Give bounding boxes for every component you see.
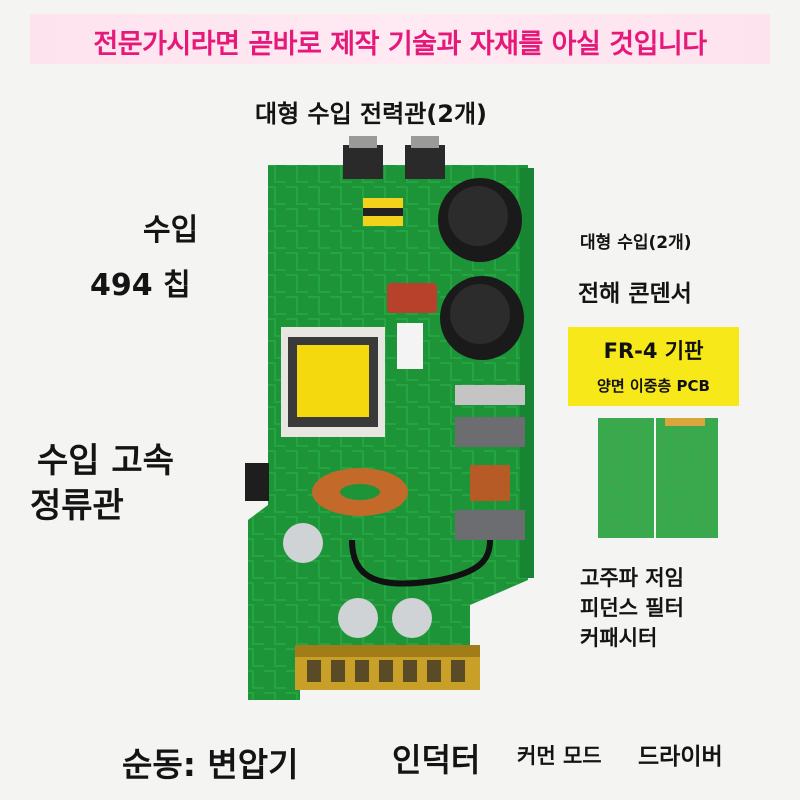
output-capacitors (283, 523, 432, 638)
toroid-inductor (312, 468, 408, 516)
capacitor-label-line1: 대형 수입(2개) (580, 233, 692, 253)
rectifier-label-line1: 수입 고속 (37, 441, 174, 481)
chip-label-line1: 수입 (143, 213, 199, 248)
hf-capacitor-label-line3: 커패시터 (580, 626, 658, 650)
common-mode-choke (470, 465, 510, 501)
inductor-label: 인덕터 (392, 741, 481, 779)
heatsink (455, 385, 525, 540)
rectifier-label-line2: 정류관 (30, 486, 124, 526)
hf-capacitor-label-line1: 고주파 저임 (580, 566, 684, 590)
chip-label-line2: 494 칩 (90, 268, 191, 303)
mosfet-label: 대형 수입 전력관(2개) (255, 100, 487, 128)
mosfet-pair (343, 136, 445, 179)
main-transformer (281, 327, 385, 437)
jumper-wire (349, 539, 493, 587)
pcb-thumbnails (598, 418, 718, 538)
common-mode-label: 커먼 모드 (517, 744, 602, 768)
fr4-title: FR-4 기판 (603, 339, 704, 363)
white-capacitor (397, 323, 423, 369)
fr4-subtitle: 양면 이중층 PCB (597, 377, 710, 395)
rectifier-diode (245, 463, 269, 501)
fr4-badge: FR-4 기판 양면 이중층 PCB (568, 327, 739, 406)
headline-banner: 전문가시라면 곧바로 제작 기술과 자재를 아실 것입니다 (30, 14, 770, 64)
headline-text: 전문가시라면 곧바로 제작 기술과 자재를 아실 것입니다 (93, 29, 707, 60)
driver-label: 드라이버 (638, 744, 723, 770)
electrolytic-capacitors (438, 178, 524, 360)
hf-capacitor-label-line2: 피던스 필터 (580, 596, 684, 620)
transformer-label: 순동: 변압기 (122, 745, 299, 784)
film-capacitor (387, 283, 437, 313)
capacitor-label-line2: 전해 콘덴서 (578, 281, 692, 307)
terminal-block (295, 645, 480, 690)
